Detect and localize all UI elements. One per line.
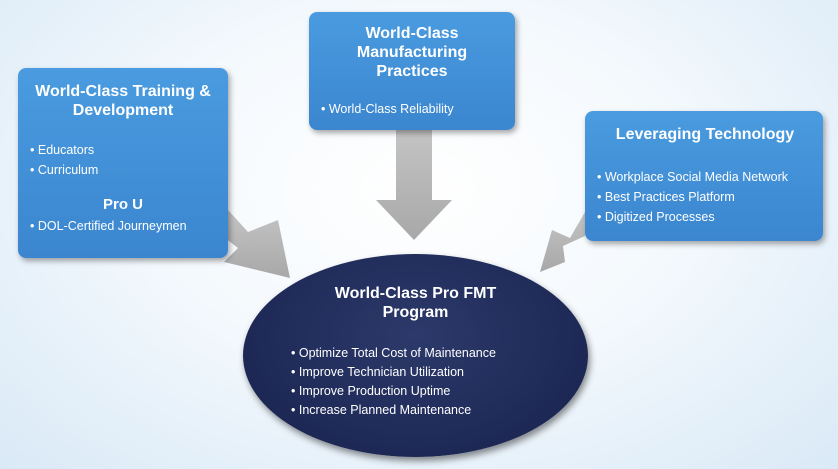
training-list: Educators Curriculum	[30, 140, 216, 180]
manufacturing-list: World-Class Reliability	[317, 99, 507, 119]
program-list: Optimize Total Cost of Maintenance Impro…	[291, 344, 588, 420]
leveraging-technology-box: Leveraging Technology Workplace Social M…	[585, 111, 823, 241]
training-title: World-Class Training & Development	[30, 82, 216, 120]
technology-item-digitized: Digitized Processes	[597, 207, 813, 227]
technology-item-best-practices: Best Practices Platform	[597, 187, 813, 207]
program-item-technician-utilization: Improve Technician Utilization	[291, 363, 588, 382]
manufacturing-title-line1: World-Class	[365, 25, 459, 42]
program-item-planned-maintenance: Increase Planned Maintenance	[291, 401, 588, 420]
right-arrow	[540, 212, 585, 272]
pro-u-list: DOL-Certified Journeymen	[30, 216, 216, 236]
program-title-line1: World-Class Pro FMT	[334, 285, 497, 302]
training-item-educators: Educators	[30, 140, 216, 160]
pro-u-subheading: Pro U	[102, 196, 143, 213]
manufacturing-item-reliability: World-Class Reliability	[321, 99, 507, 119]
technology-item-social-network: Workplace Social Media Network	[597, 167, 813, 187]
manufacturing-title: World-Class Manufacturing Practices	[317, 24, 507, 81]
pro-u-item-journeymen: DOL-Certified Journeymen	[30, 216, 216, 236]
technology-list: Workplace Social Media Network Best Prac…	[597, 167, 813, 227]
manufacturing-practices-box: World-Class Manufacturing Practices Worl…	[309, 12, 515, 130]
training-title-line1: World-Class Training &	[35, 83, 211, 100]
top-arrow	[376, 130, 452, 240]
program-title: World-Class Pro FMT Program	[243, 284, 588, 322]
training-title-line2: Development	[72, 102, 174, 119]
manufacturing-title-line2: Manufacturing	[356, 44, 468, 61]
training-item-curriculum: Curriculum	[30, 160, 216, 180]
pro-fmt-program-ellipse: World-Class Pro FMT Program Optimize Tot…	[243, 254, 588, 457]
manufacturing-title-line3: Practices	[376, 63, 448, 80]
left-arrow	[220, 210, 290, 278]
program-item-production-uptime: Improve Production Uptime	[291, 382, 588, 401]
program-title-line2: Program	[382, 304, 449, 321]
training-development-box: World-Class Training & Development Educa…	[18, 68, 228, 258]
technology-title: Leveraging Technology	[615, 126, 795, 143]
program-item-optimize-cost: Optimize Total Cost of Maintenance	[291, 344, 588, 363]
